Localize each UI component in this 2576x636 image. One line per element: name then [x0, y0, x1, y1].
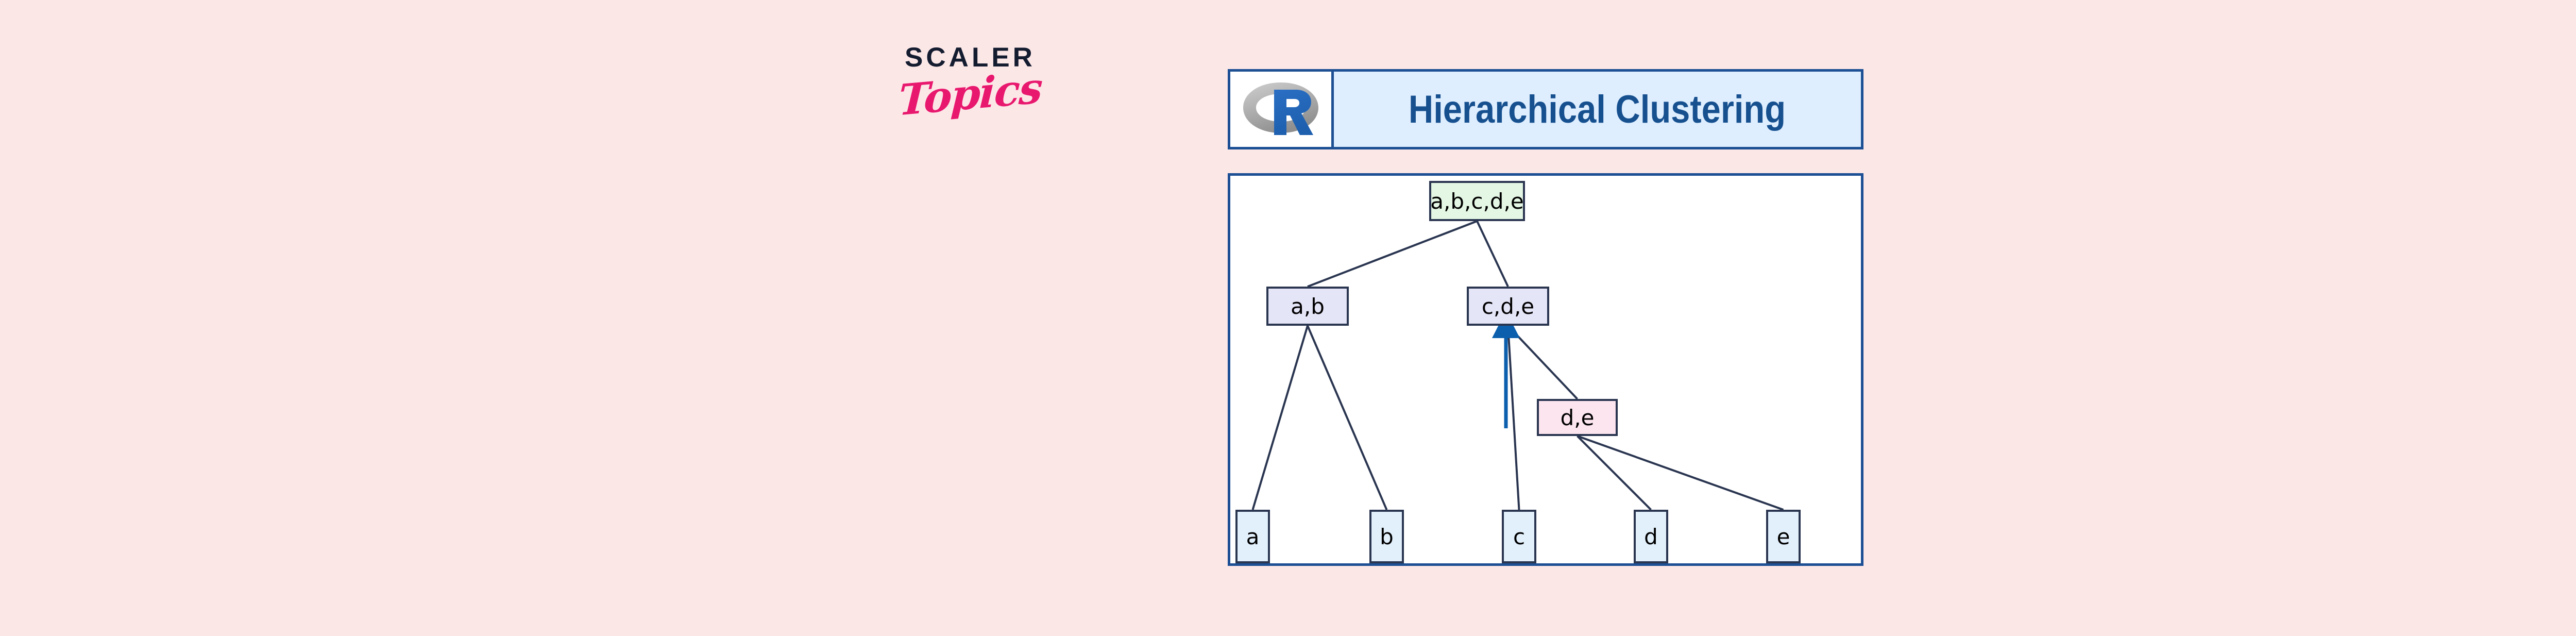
- tree-node-label: c,d,e: [1481, 293, 1535, 319]
- tree-edges: [1251, 220, 1784, 511]
- tree-node-label: e: [1776, 524, 1790, 549]
- tree-node-leaf-b: b: [1369, 510, 1404, 563]
- tree-node-label: d,e: [1560, 405, 1595, 430]
- tree-edge-root-to-ab: [1307, 220, 1478, 288]
- tree-node-leaf-a: a: [1235, 510, 1270, 563]
- tree-node-leaf-e: e: [1766, 510, 1801, 563]
- tree-node-cde: c,d,e: [1467, 287, 1549, 326]
- header-bar: Hierarchical Clustering: [1228, 69, 1863, 149]
- tree-node-leaf-d: d: [1634, 510, 1668, 563]
- up-arrow-icon: [1492, 311, 1520, 428]
- tree-node-leaf-c: c: [1502, 510, 1536, 563]
- tree-edge-root-to-cde: [1476, 221, 1509, 287]
- tree-node-ab: a,b: [1266, 287, 1349, 326]
- r-logo-cell: [1230, 72, 1334, 147]
- tree-node-label: a,b,c,d,e: [1430, 188, 1524, 214]
- tree-node-de: d,e: [1537, 399, 1618, 436]
- hierarchical-clustering-diagram: a,b,c,d,e a,b c,d,e d,e a b c d e: [1228, 173, 1863, 566]
- tree-edge-ab-to-leaf-b: [1307, 325, 1388, 510]
- brand-script-wordmark: Topics: [897, 63, 1043, 126]
- brand-wordmark: SCALER: [905, 42, 1036, 73]
- page-title: Hierarchical Clustering: [1409, 87, 1786, 131]
- tree-edge-de-to-leaf-d: [1577, 435, 1652, 511]
- tree-node-label: a: [1246, 524, 1260, 549]
- r-language-logo-icon: [1242, 78, 1319, 140]
- header-title-cell: Hierarchical Clustering: [1334, 72, 1861, 147]
- tree-node-label: d: [1644, 524, 1658, 549]
- tree-node-root: a,b,c,d,e: [1429, 181, 1525, 221]
- tree-node-label: a,b: [1291, 293, 1325, 319]
- tree-edge-cde-to-leaf-c: [1507, 325, 1520, 510]
- tree-edge-de-to-leaf-e: [1577, 435, 1784, 511]
- tree-node-label: c: [1513, 524, 1526, 549]
- tree-node-label: b: [1380, 524, 1394, 549]
- scaler-topics-logo: SCALER Topics: [885, 44, 1055, 134]
- tree-edge-ab-to-leaf-a: [1251, 325, 1309, 510]
